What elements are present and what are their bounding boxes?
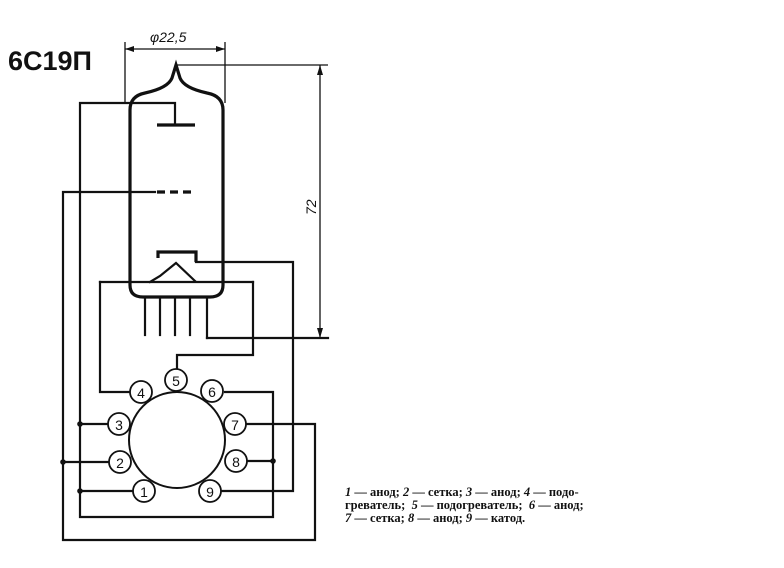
pin-number: 1 [140,484,148,500]
legend-pin-function: — анод; [351,485,403,499]
tube-pins [143,295,330,340]
pin-number: 8 [232,454,240,470]
legend-pin-function: — катод. [472,511,526,525]
pin-number: 9 [206,484,214,500]
tube-envelope [128,59,330,340]
tube-title: 6С19П [8,46,92,76]
legend-pin-number: 1 [345,485,352,499]
legend-pin-function: греватель; [345,498,412,512]
height-label: 72 [303,199,319,215]
diameter-dimension: φ22,5 [124,29,226,103]
heater-filament [98,261,255,394]
legend-pin-number: 7 [345,511,352,525]
socket-pin-1: 1 [132,479,156,503]
socket-pin-2: 2 [108,450,132,474]
legend-pin-function: — анод; [414,511,466,525]
socket-pin-3: 3 [107,412,131,436]
pin-number: 4 [137,385,145,401]
socket-pin-8: 8 [224,449,248,473]
legend-pin-number: 5 [411,498,418,512]
legend-pin-number: 3 [465,485,473,499]
legend-pin-function: — подогреватель; [417,498,529,512]
legend-pin-number: 4 [523,485,531,499]
legend-pin-function: — анод; [472,485,524,499]
legend-line: 1 — анод; 2 — сетка; 3 — анод; 4 — подо- [345,486,584,499]
legend-pin-number: 2 [402,485,410,499]
pin-number: 6 [208,384,216,400]
legend-pin-number: 9 [465,511,473,525]
socket-pin-9: 9 [198,479,222,503]
legend-pin-number: 8 [407,511,415,525]
legend-pin-function: — сетка; [409,485,466,499]
legend-pin-function: — анод; [535,498,584,512]
legend-line: греватель; 5 — подогреватель; 6 — анод; [345,499,584,512]
pin-number: 2 [116,455,124,471]
diameter-label: φ22,5 [150,29,187,45]
legend-pin-number: 6 [528,498,536,512]
socket-pin-5: 5 [164,368,188,392]
pin-number: 3 [115,417,123,433]
pin-legend: 1 — анод; 2 — сетка; 3 — анод; 4 — подо-… [345,486,584,525]
socket-pin-7: 7 [223,412,247,436]
height-dimension: 72 [176,64,328,338]
pin-number: 7 [231,417,239,433]
pin-number: 5 [172,373,180,389]
legend-line: 7 — сетка; 8 — анод; 9 — катод. [345,512,584,525]
legend-pin-function: — подо- [530,485,579,499]
socket-pin-6: 6 [200,379,224,403]
socket-pin-4: 4 [129,380,153,404]
cathode-electrode [156,250,295,493]
anode-electrode [77,101,276,519]
legend-pin-function: — сетка; [351,511,408,525]
grid-electrode [60,190,317,542]
